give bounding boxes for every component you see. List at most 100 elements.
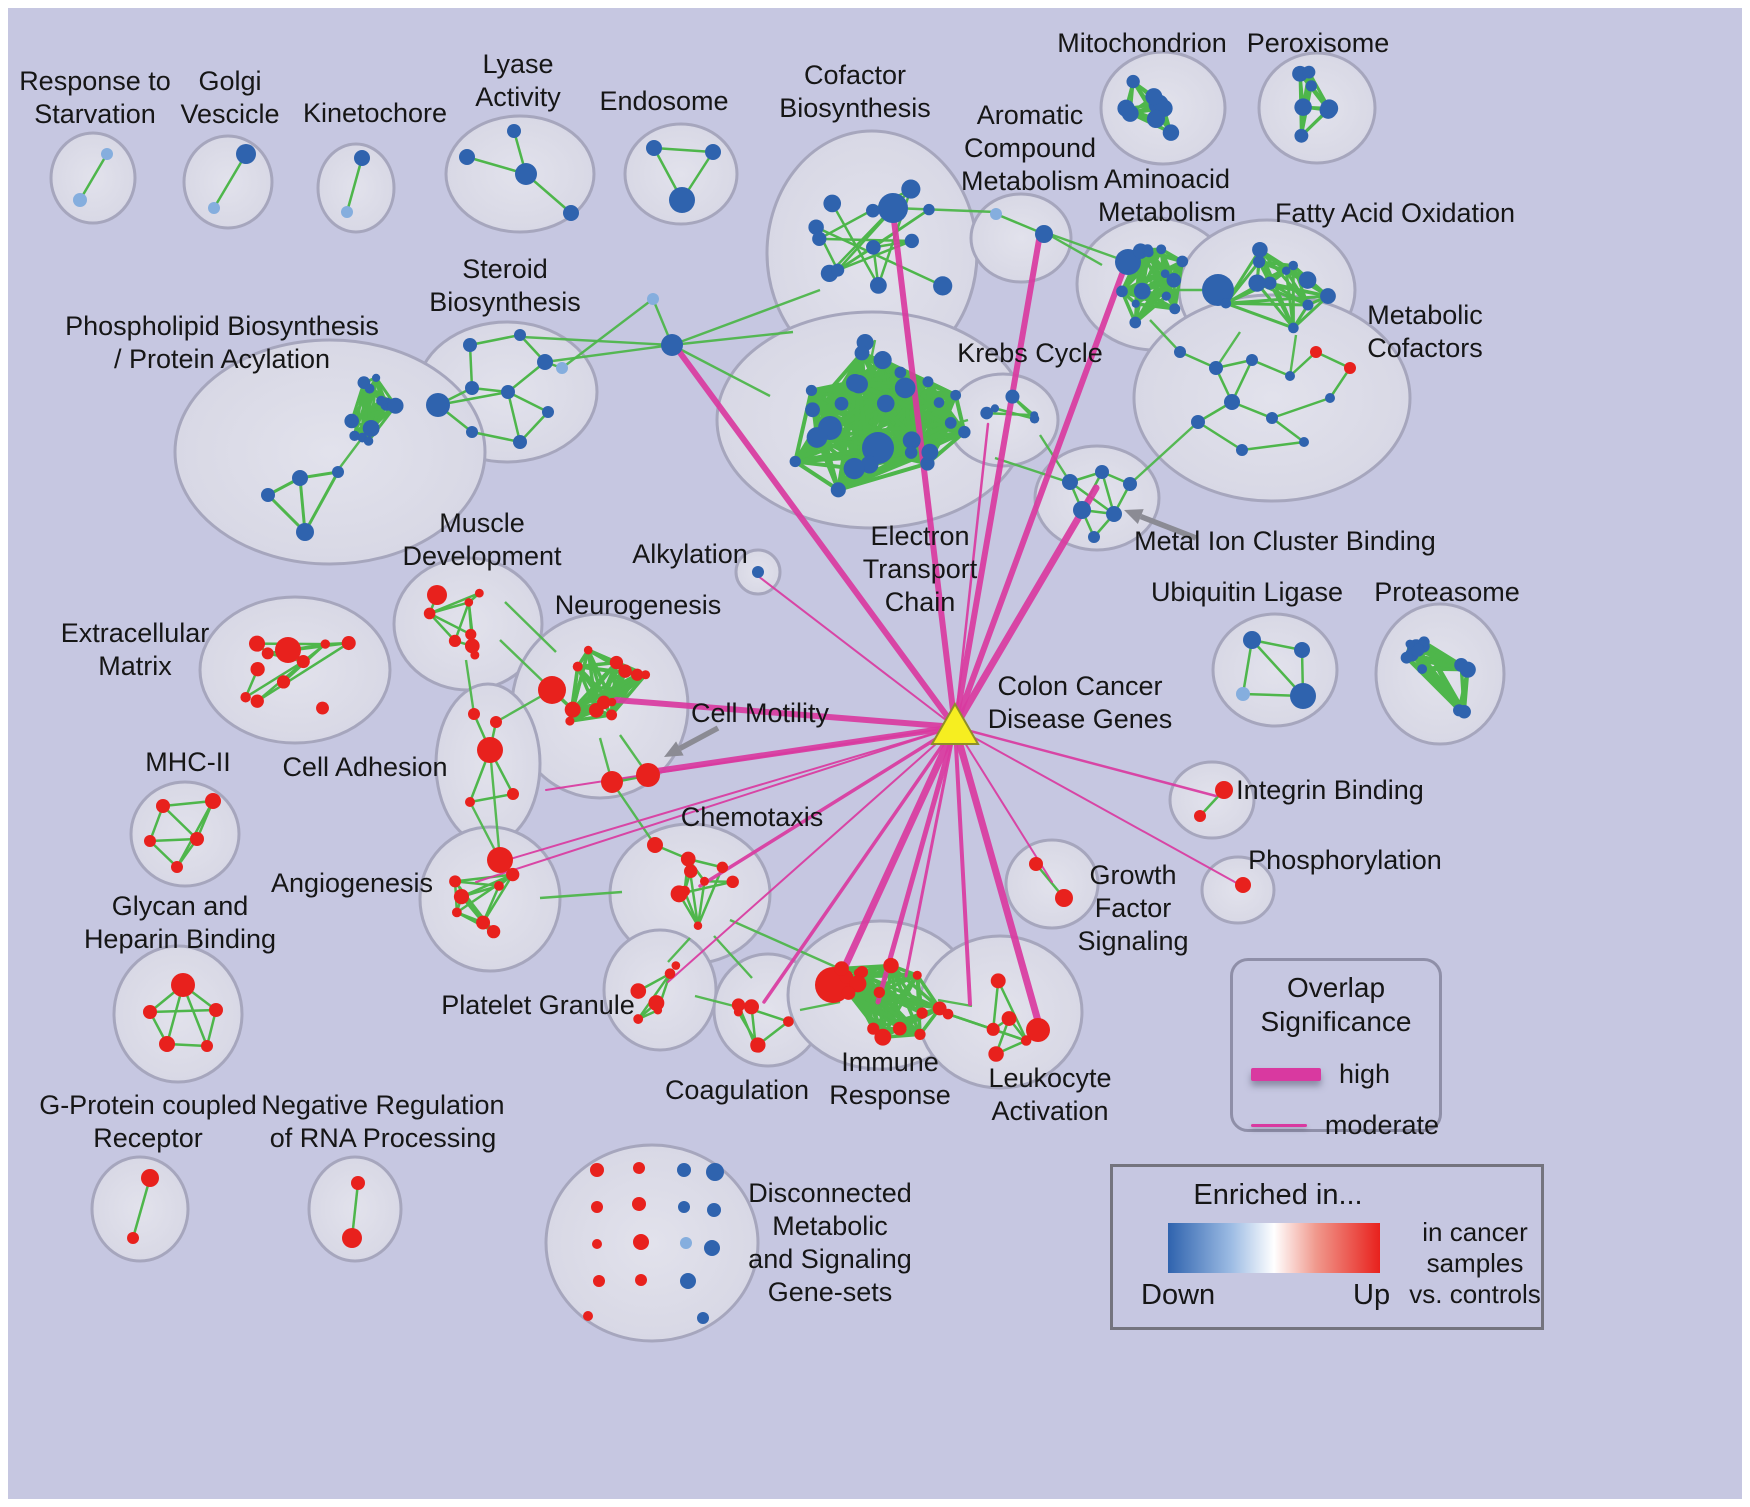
- gene-set-node: [494, 880, 504, 891]
- gene-set-node: [677, 1163, 691, 1177]
- gene-set-node: [706, 1163, 724, 1181]
- gene-set-node: [364, 383, 375, 394]
- gene-set-node: [743, 999, 760, 1015]
- gene-set-node: [873, 351, 892, 370]
- gene-set-node: [332, 466, 344, 478]
- gene-set-node: [423, 607, 436, 620]
- gene-set-node: [878, 193, 908, 223]
- gene-set-node: [1320, 288, 1336, 304]
- gene-set-node: [648, 995, 665, 1011]
- gene-set-node: [1106, 506, 1122, 522]
- gene-set-node: [171, 973, 195, 997]
- gene-set-node: [236, 144, 256, 164]
- gene-set-node: [990, 208, 1002, 220]
- cluster-lyase-activity-nodes: [459, 124, 579, 221]
- label-metal-ion-cluster-binding: Metal Ion Cluster Binding: [1134, 526, 1436, 556]
- gene-set-node: [463, 338, 477, 352]
- gene-set-node: [867, 1022, 880, 1035]
- gene-set-node: [538, 676, 566, 704]
- gene-set-node: [1029, 857, 1043, 871]
- gene-set-node: [808, 219, 824, 235]
- gene-set-node: [1459, 661, 1476, 678]
- gene-set-node: [449, 875, 462, 888]
- gene-set-node: [716, 861, 729, 874]
- gene-set-node: [1220, 298, 1232, 309]
- label-angiogenesis: Angiogenesis: [271, 868, 433, 898]
- gene-set-node: [1001, 1011, 1017, 1026]
- gene-set-node: [597, 695, 611, 710]
- gene-set-node: [465, 628, 477, 641]
- gene-set-node: [490, 716, 502, 728]
- gene-set-node: [866, 203, 880, 218]
- gene-set-node: [1325, 393, 1335, 403]
- gene-set-node: [601, 771, 623, 793]
- cluster-mitochondrion-nodes: [1117, 74, 1180, 141]
- enrichment-note-line3: vs. controls: [1409, 1279, 1541, 1309]
- cluster-response-to-starvation-edges: [78, 153, 109, 201]
- gene-set-node: [1145, 88, 1163, 106]
- gene-set-node: [1088, 531, 1100, 543]
- gene-set-node: [1129, 316, 1142, 329]
- gene-set-node: [514, 329, 526, 341]
- cluster-angiogenesis-ellipse: [418, 825, 562, 973]
- gene-set-node: [387, 397, 404, 414]
- gene-set-node: [1417, 664, 1428, 674]
- gene-set-node: [684, 864, 698, 878]
- gene-set-node: [1022, 1036, 1032, 1046]
- gene-set-node: [914, 1028, 926, 1041]
- gene-set-node: [515, 163, 537, 185]
- gene-set-node: [1235, 877, 1251, 893]
- gene-set-node: [459, 149, 475, 165]
- label-phosphorylation: Phosphorylation: [1248, 845, 1442, 875]
- overlap-significance-edges: [475, 209, 1243, 1032]
- gene-set-node: [990, 404, 1000, 413]
- gene-set-node: [980, 406, 993, 420]
- gene-set-node: [1405, 639, 1415, 649]
- legend-overlap-title: Overlap Significance: [1233, 971, 1439, 1039]
- gene-set-node: [1133, 282, 1151, 300]
- gene-set-node: [670, 885, 688, 903]
- gene-set-node: [849, 374, 868, 394]
- connector-node: [647, 293, 659, 305]
- gene-set-node: [292, 470, 308, 486]
- gene-set-node: [1299, 437, 1309, 447]
- cluster-phosphorylation-nodes: [1235, 877, 1251, 893]
- gene-set-node: [834, 961, 849, 976]
- cluster-glycan-heparin-binding-ellipse: [112, 944, 244, 1084]
- cluster-platelet-granule-nodes: [630, 961, 681, 1024]
- gene-set-node: [1344, 362, 1356, 374]
- gene-set-node: [912, 970, 922, 980]
- gene-set-node: [466, 426, 478, 438]
- gene-set-node: [349, 430, 360, 442]
- gene-set-node: [296, 655, 310, 669]
- gene-set-node: [127, 1232, 139, 1244]
- enrichment-gradient-bar: [1168, 1223, 1380, 1273]
- cluster-metal-ion-cluster-binding-nodes: [1062, 465, 1137, 543]
- gene-set-node: [465, 797, 475, 807]
- label-mitochondrion: Mitochondrion: [1057, 28, 1227, 58]
- gene-set-node: [1202, 274, 1234, 306]
- gene-set-node: [921, 443, 939, 461]
- pointer-arrowhead: [664, 741, 684, 757]
- gene-set-node: [904, 233, 919, 249]
- cluster-fatty-acid-oxidation-edges: [1216, 248, 1329, 330]
- gene-set-node: [752, 566, 764, 578]
- gene-set-node: [474, 588, 484, 598]
- gene-set-node: [633, 1014, 644, 1024]
- label-cell-adhesion: Cell Adhesion: [282, 752, 447, 782]
- gene-set-node: [942, 1008, 954, 1020]
- gene-set-node: [572, 661, 583, 672]
- gene-set-node: [1055, 889, 1073, 907]
- gene-set-node: [664, 968, 676, 979]
- gene-set-node: [1191, 415, 1205, 429]
- gene-set-node: [894, 377, 916, 399]
- cluster-g-protein-coupled-receptor-nodes: [127, 1169, 159, 1244]
- gene-set-node: [583, 1311, 593, 1321]
- moderate-significance-label: moderate: [1324, 1110, 1439, 1140]
- gene-set-node: [556, 362, 568, 374]
- gene-set-node: [876, 394, 895, 413]
- gene-set-node: [342, 1228, 362, 1248]
